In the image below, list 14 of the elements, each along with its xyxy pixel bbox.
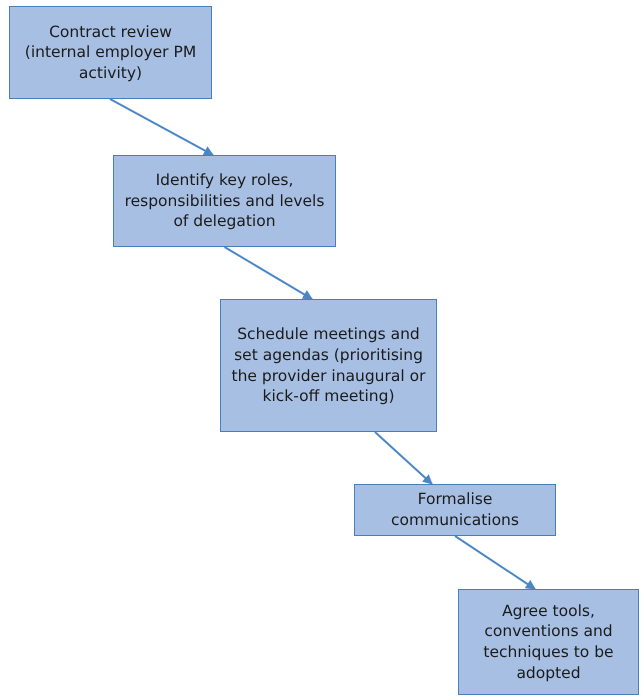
process-box: [220, 299, 437, 432]
arrow: [374, 431, 433, 485]
arrow: [224, 246, 313, 300]
step-text: Contract review (internal employer PM activity): [24, 22, 198, 84]
process-box: [354, 484, 556, 536]
process-box: [458, 589, 639, 695]
step-text: Schedule meetings and set agendas (prioritising the provider inaugural or kick-off meeting): [230, 324, 426, 407]
step-text: Formalise communications: [390, 489, 520, 531]
process-box: [9, 6, 212, 99]
step-text: Agree tools, conventions and techniques to be adopted: [482, 600, 615, 684]
arrow: [110, 98, 214, 156]
process-box: [113, 155, 336, 247]
arrow: [454, 535, 536, 590]
step-text: Identify key roles, responsibilities and levels of delegation: [124, 170, 326, 232]
